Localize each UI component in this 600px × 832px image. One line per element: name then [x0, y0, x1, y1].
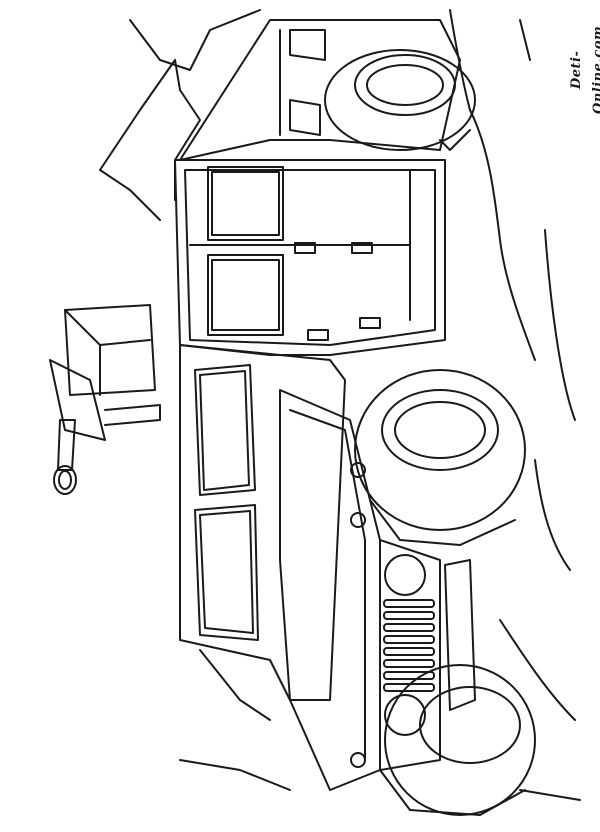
- rear-wheel-top: [324, 49, 476, 151]
- rear-window-1: [207, 166, 284, 241]
- windshield-left: [194, 364, 256, 496]
- front-cab: [179, 344, 346, 701]
- door-handle-2: [351, 242, 373, 254]
- rear-light: [289, 99, 321, 136]
- headlight-bottom: [384, 694, 426, 736]
- hood-bolt-3: [350, 752, 366, 768]
- watermark-text: Deti-Online.com: [569, 25, 600, 115]
- gun-muzzle: [53, 465, 77, 495]
- front-wheel-bottom: [379, 664, 536, 816]
- rear-window-1-inner: [211, 171, 280, 236]
- rear-window-2: [207, 254, 284, 336]
- rear-window-2-inner: [211, 259, 280, 331]
- gun-barrel: [57, 419, 76, 471]
- bumper: [444, 559, 476, 711]
- grille: [379, 539, 476, 771]
- door-handle-4: [359, 317, 381, 329]
- headlight-top: [384, 554, 426, 596]
- hood-bolt-1: [350, 462, 366, 478]
- hood: [279, 389, 381, 791]
- windshield-right: [194, 504, 259, 641]
- main-body: [174, 159, 446, 356]
- rear-vent: [289, 29, 326, 61]
- background-hills: [99, 9, 581, 801]
- door-handle-1: [294, 242, 316, 254]
- hood-bolt-2: [350, 512, 366, 528]
- rear-body: [179, 19, 461, 161]
- front-wheel-middle: [354, 369, 526, 546]
- gun-turret: [49, 304, 161, 495]
- door-handle-3: [307, 329, 329, 341]
